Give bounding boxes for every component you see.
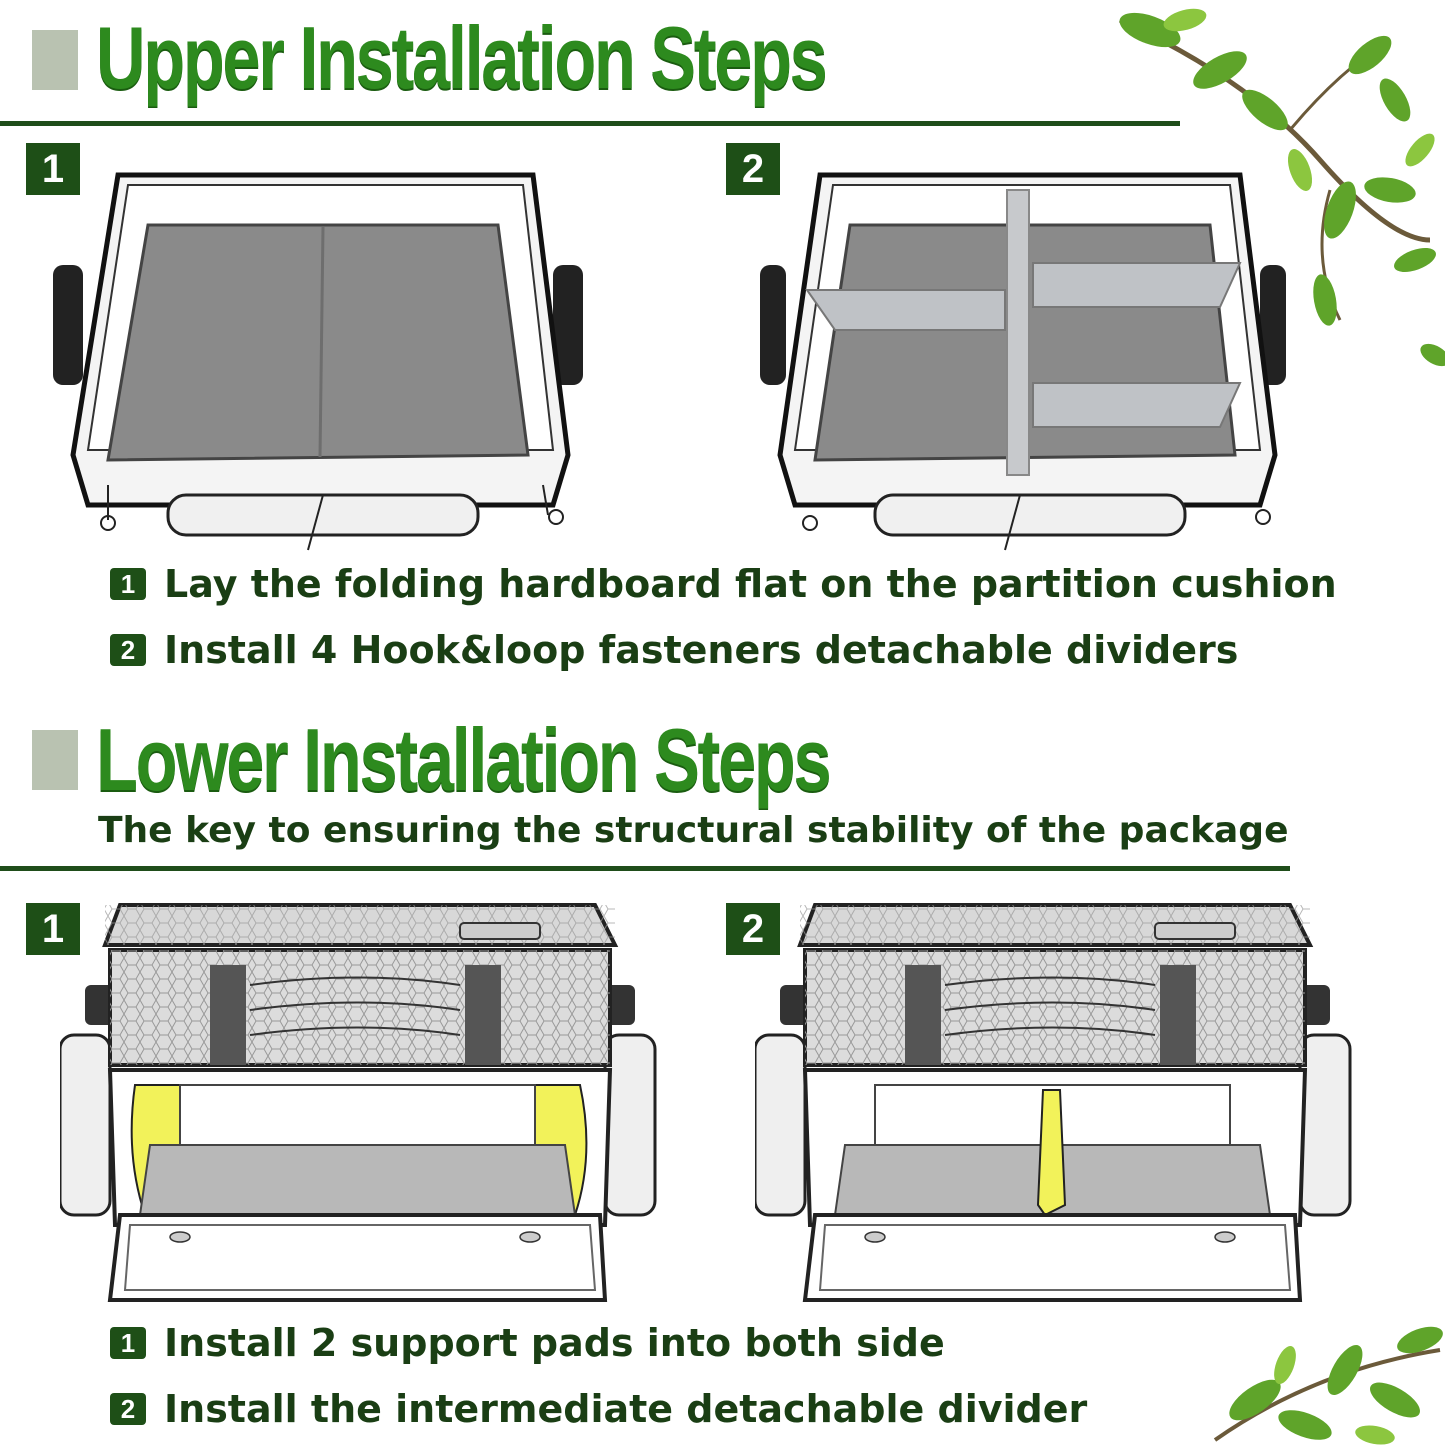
lower-step-2-illustration bbox=[755, 903, 1352, 1302]
upper-step-1-illustration bbox=[53, 172, 583, 551]
lower-divider bbox=[0, 866, 1290, 871]
lower-caption-2-badge: 2 bbox=[110, 1393, 146, 1425]
upper-caption-2-badge: 2 bbox=[110, 634, 146, 666]
upper-step-2-badge: 2 bbox=[726, 143, 780, 195]
upper-caption-2: Install 4 Hook&loop fasteners detachable… bbox=[164, 628, 1239, 672]
section-marker-upper bbox=[32, 30, 78, 90]
leaf-branch-bottom-right-icon bbox=[1213, 1326, 1443, 1445]
upper-caption-1-badge: 1 bbox=[110, 568, 146, 600]
lower-step-2-badge: 2 bbox=[726, 903, 780, 955]
lower-step-1-badge: 1 bbox=[26, 903, 80, 955]
section-marker-lower bbox=[32, 730, 78, 790]
leaf-branch-top-right-icon bbox=[1118, 8, 1445, 367]
lower-caption-1: Install 2 support pads into both side bbox=[164, 1321, 945, 1365]
lower-section-subtitle: The key to ensuring the structural stabi… bbox=[98, 810, 1289, 851]
lower-caption-2: Install the intermediate detachable divi… bbox=[164, 1387, 1088, 1431]
upper-step-1-badge: 1 bbox=[26, 143, 80, 195]
upper-divider bbox=[0, 121, 1180, 126]
upper-caption-1: Lay the folding hardboard flat on the pa… bbox=[164, 562, 1337, 606]
lower-section-title: Lower Installation Steps bbox=[96, 710, 832, 809]
upper-step-2-illustration bbox=[760, 172, 1286, 551]
lower-step-1-illustration bbox=[60, 903, 657, 1302]
lower-caption-1-badge: 1 bbox=[110, 1327, 146, 1359]
upper-section-title: Upper Installation Steps bbox=[96, 8, 828, 107]
